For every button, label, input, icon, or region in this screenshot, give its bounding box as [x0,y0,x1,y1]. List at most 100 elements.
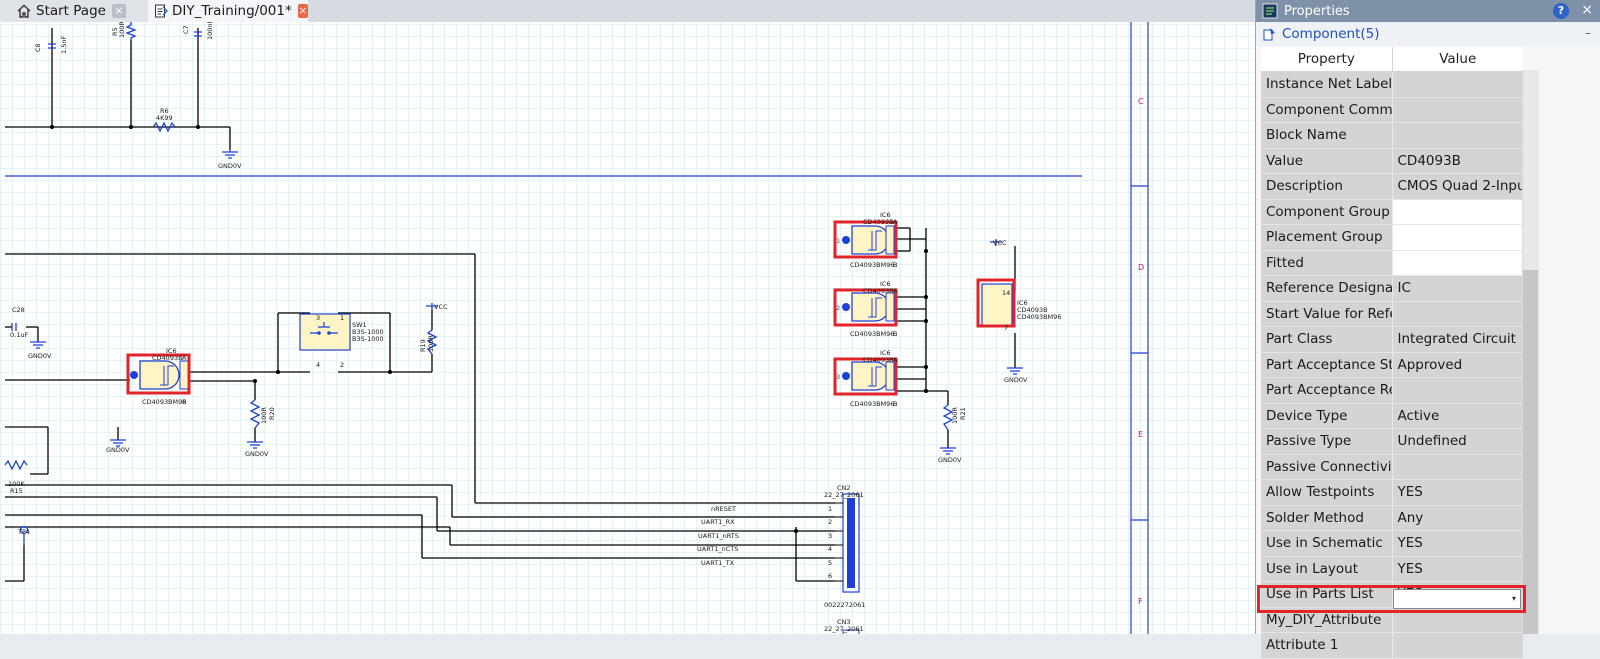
tab-diy-training[interactable]: DIY_Training/001* × [148,0,308,22]
property-value[interactable] [1393,302,1524,327]
svg-text:C7: C7 [182,25,190,34]
help-icon[interactable]: ? [1553,3,1569,19]
svg-text:CD4093BM96: CD4093BM96 [850,261,894,269]
property-value[interactable]: Active [1397,407,1440,424]
svg-text:3: 3 [316,314,320,322]
panel-close-icon[interactable]: × [1581,2,1593,18]
svg-text:CD4093BM96: CD4093BM96 [850,330,894,338]
component-section-header[interactable]: Component(5) – [1256,22,1600,46]
property-value[interactable] [1393,123,1524,148]
property-value[interactable] [1393,378,1524,403]
svg-text:CD4093B: CD4093B [152,354,183,362]
property-value[interactable]: CD4093B [1397,152,1461,169]
svg-text:GND0V: GND0V [938,456,962,464]
tab-start-page[interactable]: Start Page × [0,0,149,22]
property-value[interactable]: IC [1397,280,1411,297]
svg-text:22_27_2061: 22_27_2061 [824,625,864,633]
svg-text:R19: R19 [419,339,427,352]
column-header-value[interactable]: Value [1439,51,1477,67]
property-value[interactable]: Approved [1397,356,1463,373]
property-row[interactable]: Passive Connectivity [1261,454,1524,480]
property-row[interactable]: Part Acceptance Rea... [1261,378,1523,404]
property-name: Placement Group [1261,225,1393,250]
svg-text:4: 4 [828,545,832,553]
property-value[interactable]: CMOS Quad 2-Input... [1397,178,1524,195]
property-name: Fitted [1261,250,1393,275]
property-value[interactable] [1392,250,1523,275]
property-value[interactable] [1393,633,1524,658]
property-value[interactable] [1392,225,1523,250]
collapse-icon[interactable]: – [1585,26,1591,40]
svg-text:VCC: VCC [434,303,448,311]
property-row[interactable]: My_DIY_Attribute [1261,607,1523,633]
svg-text:B3S-1000: B3S-1000 [352,335,384,343]
property-row[interactable]: Part Acceptance Stat...Approved [1261,352,1523,378]
svg-text:A: A [893,287,898,295]
property-value[interactable]: Undefined [1397,433,1467,450]
property-row[interactable]: Instance Net Label [1261,72,1523,98]
tab-diy-training-close-icon[interactable]: × [297,4,308,18]
sheet-border [5,22,1149,634]
property-row[interactable]: Component Group [1261,199,1523,225]
svg-text:14: 14 [1002,289,1010,297]
switch-sw1 [299,313,351,351]
svg-text:GND0V: GND0V [1004,376,1028,384]
zone-label-f: F [1138,597,1143,606]
property-value[interactable] [1392,199,1523,224]
properties-panel-title: Properties [1284,3,1350,19]
svg-text:IC6: IC6 [880,349,891,357]
svg-text:GND0V: GND0V [218,162,242,170]
svg-text:A: A [182,354,187,362]
property-row[interactable]: Fitted [1261,250,1523,276]
property-row[interactable]: Attribute 1 [1261,633,1523,659]
my-diy-attribute-input[interactable]: ▾ [1393,589,1521,609]
ic6-power-unit [981,283,1013,327]
property-value[interactable] [1393,72,1524,97]
schematic-canvas[interactable]: C D E F [0,22,1255,634]
svg-text:0.1uF: 0.1uF [10,331,28,339]
svg-text:C28: C28 [12,306,25,314]
svg-text:1.5nF: 1.5nF [60,36,68,54]
wire-junctions [50,125,928,533]
property-row[interactable]: Component Comme... [1261,97,1524,123]
property-name: Solder Method [1261,505,1393,530]
svg-text:3: 3 [828,532,832,540]
property-value[interactable]: Any [1397,509,1424,526]
property-row[interactable]: Placement Group [1261,225,1523,251]
property-value[interactable] [1393,98,1524,123]
home-icon [16,4,32,18]
property-name: Use in Parts List [1261,582,1393,607]
properties-scrollbar-thumb[interactable] [1523,270,1538,634]
property-row[interactable]: Start Value for Refer... [1261,301,1524,327]
property-value[interactable]: YES [1397,535,1423,552]
tab-start-page-close-icon[interactable]: × [111,4,126,18]
properties-panel: Properties ? × Component(5) – Property V… [1255,0,1600,659]
svg-text:A: A [893,356,898,364]
property-row[interactable]: Reference Designato...IC [1261,276,1523,302]
svg-text:2: 2 [340,361,344,369]
column-header-property[interactable]: Property [1261,47,1393,71]
svg-text:R21: R21 [959,407,967,420]
zone-label-c: C [1138,97,1144,106]
property-value[interactable]: YES [1397,484,1423,501]
svg-text:R5: R5 [111,27,119,36]
nand-gate-ic6-left [130,360,189,390]
property-row[interactable]: Block Name [1261,123,1523,149]
svg-text:C8: C8 [34,43,42,52]
property-value[interactable]: Integrated Circuit [1397,331,1516,348]
property-value[interactable] [1393,455,1524,480]
dropdown-arrow-icon[interactable]: ▾ [1511,594,1516,603]
connector-cn2 [835,493,860,634]
property-value[interactable]: YES [1397,560,1423,577]
selection-highlights [126,220,1016,396]
svg-text:100R: 100R [427,335,435,352]
